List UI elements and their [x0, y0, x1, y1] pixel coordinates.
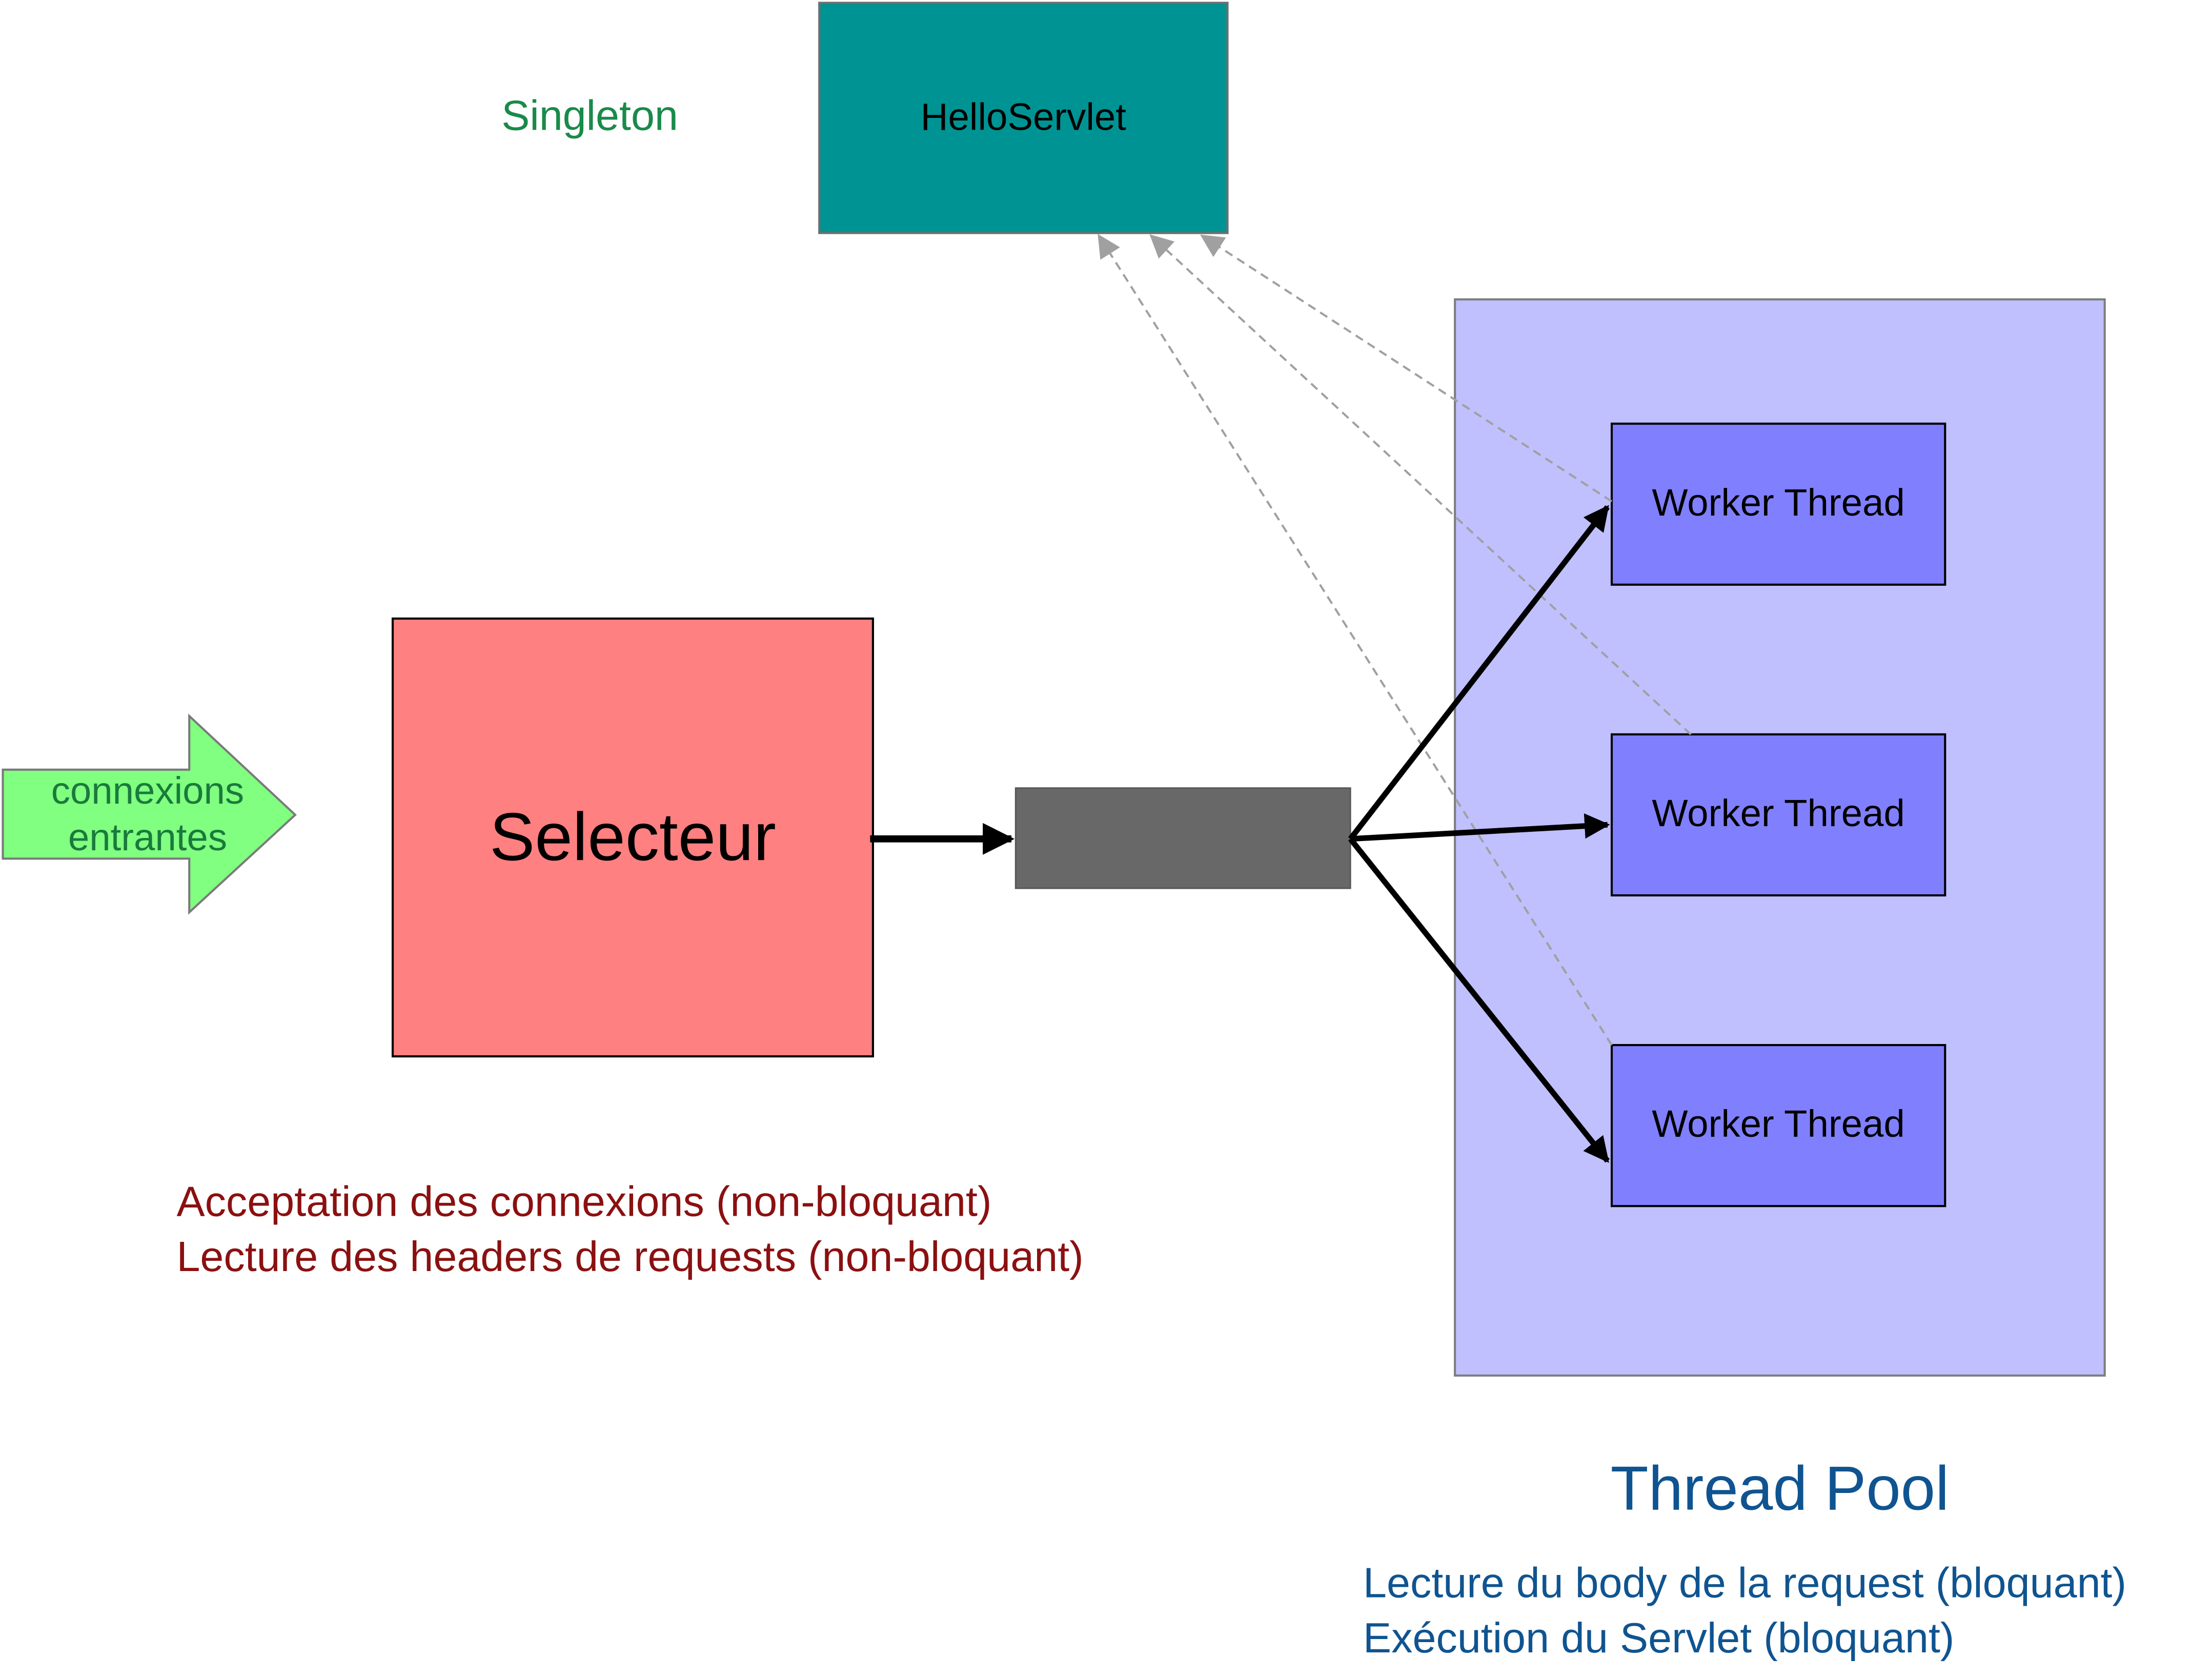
worker-thread-box-1: [1610, 422, 1946, 586]
queue-box: [1014, 787, 1351, 889]
thread-pool-note-line-2: Exécution du Servlet (bloquant): [1363, 1615, 1955, 1663]
worker-1-to-servlet-arrow: [1200, 234, 1613, 502]
thread-pool-note-line-1: Lecture du body de la request (bloquant): [1363, 1560, 2127, 1607]
worker-3-to-servlet-arrow: [1098, 234, 1613, 1046]
selector-box: [391, 617, 874, 1058]
thread-pool-notes: Lecture du body de la request (bloquant)…: [1363, 1557, 2126, 1667]
hello-servlet-box: [818, 2, 1229, 234]
worker-2-to-servlet-arrow: [1149, 234, 1692, 735]
incoming-connections-line-2: entrantes: [68, 816, 228, 859]
thread-pool-title: Thread Pool: [1610, 1455, 1950, 1524]
worker-thread-label-1: Worker Thread: [1652, 481, 1905, 524]
queue-to-worker-1-arrow: [1348, 505, 1610, 841]
worker-thread-label-3: Worker Thread: [1652, 1103, 1905, 1145]
worker-thread-label-2: Worker Thread: [1652, 792, 1905, 835]
incoming-connections-line-1: connexions: [51, 769, 245, 812]
incoming-connections-label: connexions entrantes: [3, 768, 293, 862]
worker-thread-box-3: [1610, 1044, 1946, 1208]
incoming-connections-arrow: [2, 713, 297, 915]
queue-to-worker-3-arrow: [1348, 837, 1610, 1163]
selector-label: Selecteur: [490, 801, 776, 876]
worker-thread-box-2: [1610, 733, 1946, 897]
hello-servlet-label: HelloServlet: [920, 96, 1126, 139]
queue-to-worker-2-arrow: [1350, 813, 1610, 842]
selector-note-line-2: Lecture des headers de requests (non-blo…: [176, 1234, 1084, 1281]
selector-notes: Acceptation des connexions (non-bloquant…: [176, 1175, 1083, 1285]
singleton-label: Singleton: [501, 93, 678, 140]
selector-note-line-1: Acceptation des connexions (non-bloquant…: [176, 1179, 992, 1226]
